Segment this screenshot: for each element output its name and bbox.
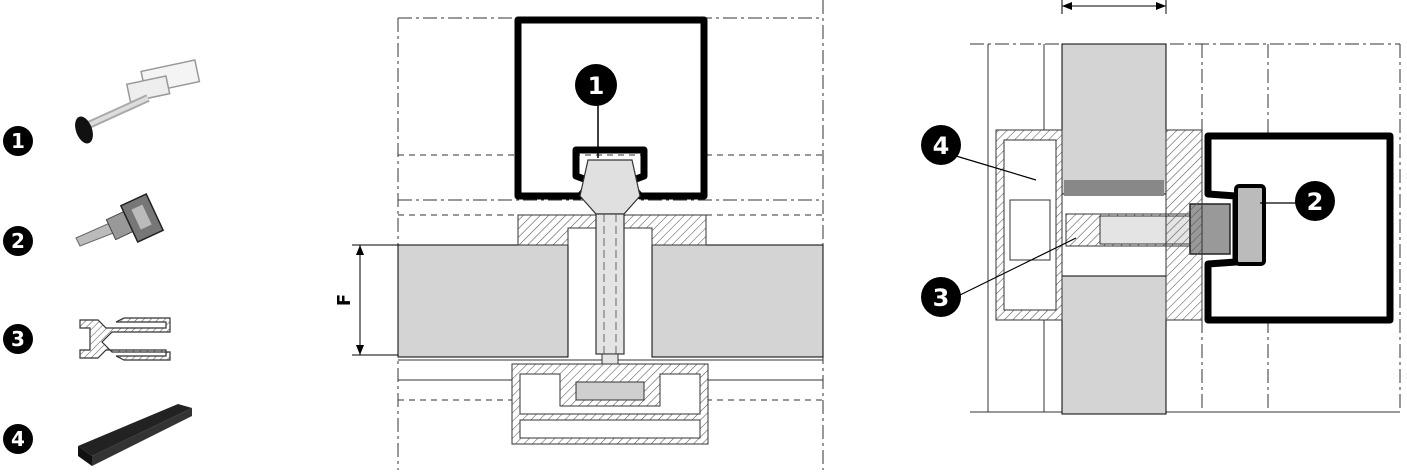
callout-2: 2 [1307,188,1324,216]
middle-section-drawing: F 1 [334,0,824,470]
legend-badge-4: 4 [3,424,33,454]
aluminium-profile-image [79,317,171,361]
right-section-drawing: 4 2 3 [921,0,1401,415]
callout-1: 1 [588,72,605,100]
connector-screw-image [75,59,201,144]
legend-badge-1: 1 [3,126,33,156]
legend-badge-2: 2 [3,226,33,256]
rubber-gasket-image [78,404,192,466]
dimension-label-f: F [334,294,355,306]
callout-4: 4 [933,132,950,160]
callout-3: 3 [933,284,950,312]
legend-badge-3: 3 [3,324,33,354]
clip-connector-image [75,192,165,247]
